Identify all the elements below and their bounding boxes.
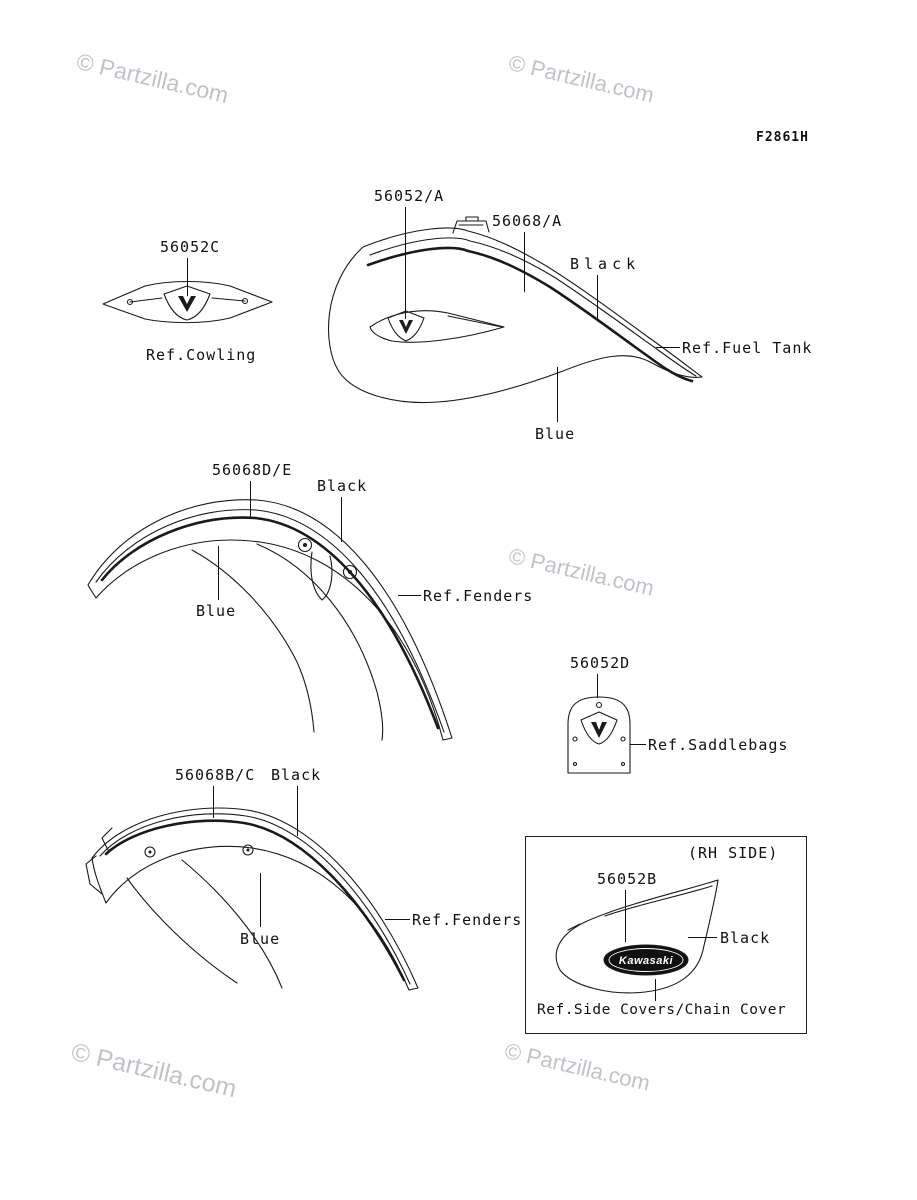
- tank-stripe-part-number: 56068/A: [492, 212, 563, 230]
- tank-black-label: Black: [570, 255, 641, 273]
- rear-fender-part-number: 56068B/C: [175, 766, 256, 784]
- side-cover-ref-label: Ref.Side Covers/Chain Cover: [537, 1002, 787, 1018]
- leader-line: [524, 232, 525, 292]
- fuel-tank-drawing: [327, 216, 703, 404]
- front-fender-blue-label: Blue: [196, 602, 237, 620]
- leader-line: [655, 979, 656, 1001]
- rear-fender-blue-label: Blue: [240, 930, 281, 948]
- leader-line: [187, 258, 188, 296]
- side-cover-part-number: 56052B: [597, 870, 658, 888]
- cowling-decal-drawing: [102, 280, 273, 324]
- rear-fender-drawing: [85, 807, 419, 991]
- saddlebag-part-number: 56052D: [570, 654, 631, 672]
- tank-decal-part-number: 56052/A: [374, 187, 445, 205]
- watermark: © Partzilla.com: [506, 50, 657, 108]
- leader-line: [597, 674, 598, 698]
- leader-line: [341, 497, 342, 542]
- leader-line: [398, 595, 421, 596]
- leader-line: [597, 275, 598, 320]
- front-fender-black-label: Black: [317, 477, 368, 495]
- leader-line: [656, 347, 680, 348]
- kawasaki-badge-text: Kawasaki: [619, 955, 674, 967]
- side-cover-drawing: Kawasaki: [555, 879, 719, 994]
- side-cover-panel-box: [525, 836, 807, 1034]
- leader-line: [260, 873, 261, 927]
- tank-blue-label: Blue: [535, 425, 576, 443]
- rear-fender-black-label: Black: [271, 766, 322, 784]
- leader-line: [385, 919, 410, 920]
- cowling-part-number: 56052C: [160, 238, 221, 256]
- front-fender-ref-label: Ref.Fenders: [423, 587, 534, 605]
- rear-fender-ref-label: Ref.Fenders: [412, 911, 523, 929]
- watermark: © Partzilla.com: [502, 1038, 653, 1096]
- leader-line: [297, 786, 298, 836]
- watermark: © Partzilla.com: [74, 48, 232, 109]
- front-fender-drawing: [87, 499, 453, 741]
- front-fender-part-number: 56068D/E: [212, 461, 293, 479]
- saddlebag-emblem-drawing: [567, 696, 631, 774]
- leader-line: [405, 207, 406, 319]
- leader-line: [688, 937, 717, 938]
- leader-line: [625, 890, 626, 942]
- rh-side-note: (RH SIDE): [688, 844, 779, 862]
- leader-line: [213, 786, 214, 818]
- side-cover-black-label: Black: [720, 929, 771, 947]
- tank-ref-label: Ref.Fuel Tank: [682, 339, 813, 357]
- figure-code: F2861H: [756, 130, 809, 145]
- leader-line: [630, 744, 646, 745]
- leader-line: [557, 367, 558, 422]
- leader-line: [218, 546, 219, 600]
- cowling-ref-label: Ref.Cowling: [146, 346, 257, 364]
- saddlebag-ref-label: Ref.Saddlebags: [648, 736, 789, 754]
- watermark: © Partzilla.com: [68, 1038, 240, 1104]
